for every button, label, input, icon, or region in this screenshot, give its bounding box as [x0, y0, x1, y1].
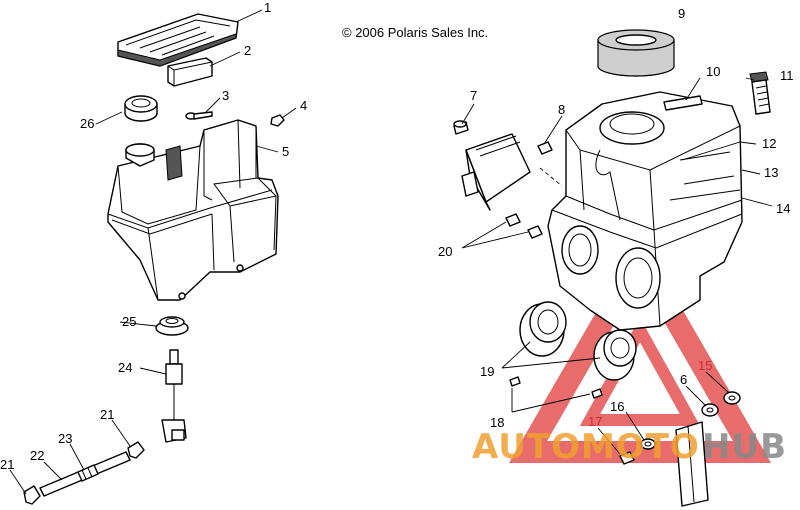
callout-23: 23	[58, 431, 72, 446]
watermark-text-grey: HUB	[702, 427, 787, 467]
callout-25: 25	[122, 314, 136, 329]
callout-6: 6	[680, 372, 687, 387]
part-8-clip	[537, 141, 553, 155]
part-23-clamp	[77, 464, 99, 482]
part-17-bolt	[619, 451, 635, 465]
lower-bracket	[675, 421, 709, 507]
callout-11: 11	[780, 68, 794, 83]
part-9-foam-ring	[597, 29, 675, 77]
part-7-screw	[453, 120, 469, 135]
callout-22: 22	[30, 448, 44, 463]
callout-14: 14	[776, 201, 790, 216]
part-2-pad	[167, 57, 213, 87]
part-11-latch	[749, 71, 771, 115]
callout-16: 16	[610, 399, 624, 414]
callout-18: 18	[490, 415, 504, 430]
callout-10: 10	[706, 64, 720, 79]
watermark-text-orange: AUTOMOTO	[472, 427, 700, 467]
part-18-screws	[509, 376, 603, 399]
callout-13: 13	[764, 165, 778, 180]
callout-labels: 1 2 3 4 5 26 25 24 21 23 22 21 9 10 11 7…	[0, 0, 794, 472]
callout-12: 12	[762, 136, 776, 151]
part-19-boots	[519, 301, 637, 381]
callout-19: 19	[480, 364, 494, 379]
watermark-text: AUTOMOTO HUB	[472, 427, 787, 467]
control-module	[461, 133, 531, 211]
callout-8: 8	[558, 102, 565, 117]
part-5-reservoir	[107, 119, 279, 301]
leader-lines	[9, 9, 773, 495]
part-20-screws	[505, 213, 543, 239]
callout-21-right: 21	[100, 407, 114, 422]
part-21-cap-left	[23, 485, 41, 505]
callout-20: 20	[438, 244, 452, 259]
part-16-washer	[640, 438, 656, 450]
callout-9: 9	[678, 6, 685, 21]
part-24-sensor	[161, 349, 187, 443]
callout-2: 2	[244, 43, 251, 58]
part-21-cap-right	[127, 441, 145, 459]
part-26-cap	[124, 95, 158, 122]
callout-21-left: 21	[0, 457, 14, 472]
callout-5: 5	[282, 144, 289, 159]
part-1-cover	[117, 13, 239, 67]
callout-4: 4	[300, 98, 307, 113]
part-10-airbox	[547, 91, 743, 331]
callout-15: 15	[698, 358, 712, 373]
callout-17: 17	[588, 414, 602, 429]
part-3-screw	[185, 111, 213, 120]
part-4-nut	[270, 114, 285, 127]
callout-3: 3	[222, 88, 229, 103]
copyright-text: © 2006 Polaris Sales Inc.	[342, 25, 488, 40]
callout-7: 7	[470, 88, 477, 103]
callout-1: 1	[264, 0, 271, 15]
callout-26: 26	[80, 116, 94, 131]
callout-24: 24	[118, 360, 132, 375]
part-6-grommet	[701, 403, 719, 417]
part-25-grommet	[155, 316, 189, 336]
part-15-grommet	[723, 391, 741, 405]
